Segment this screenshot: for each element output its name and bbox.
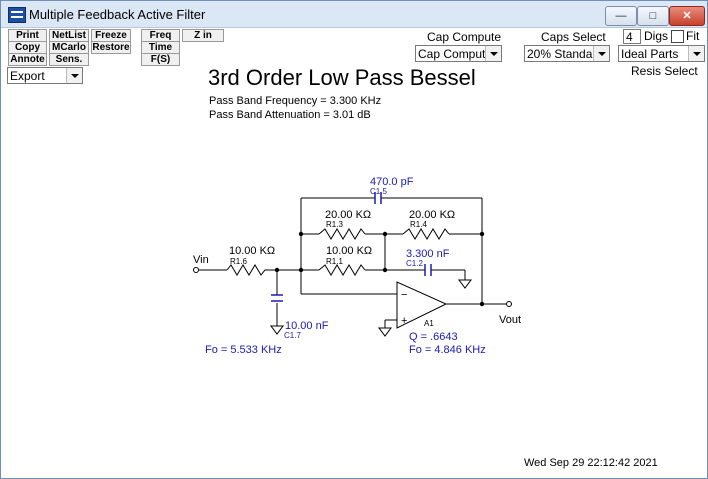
export-select-value: Export: [10, 69, 45, 83]
junctions: [274, 231, 485, 307]
r13-name: R1.3: [326, 220, 343, 229]
q-value: Q = .6643: [409, 331, 458, 343]
chevron-down-icon[interactable]: [66, 68, 82, 83]
cap-compute-label: Cap Compute: [427, 30, 502, 44]
caps-select[interactable]: 20% Standard: [524, 45, 610, 62]
cap-compute-value: Cap Compute: [418, 47, 493, 61]
resistor-r14: [402, 228, 450, 240]
capacitors: [271, 192, 432, 302]
vin-label: Vin: [193, 254, 209, 266]
ground-symbol-opamp: [378, 327, 392, 337]
parts-select[interactable]: Ideal Parts: [618, 45, 705, 62]
fit-label: Fit: [686, 29, 700, 43]
c12-name: C1.2: [406, 259, 423, 268]
maximize-icon: □: [649, 10, 657, 22]
zin-button[interactable]: Z in: [182, 29, 224, 42]
svg-text:+: +: [401, 315, 407, 327]
caps-select-value: 20% Standard: [527, 47, 604, 61]
window-title: Multiple Feedback Active Filter: [29, 7, 206, 22]
passband-attenuation: Pass Band Attenuation = 3.01 dB: [209, 109, 371, 121]
ground-symbol-c12: [458, 279, 472, 289]
cap-compute-select[interactable]: Cap Compute: [415, 45, 502, 62]
restore-button[interactable]: Restore: [91, 41, 131, 54]
fit-checkbox[interactable]: [671, 30, 684, 43]
wires: [199, 197, 507, 328]
parts-select-value: Ideal Parts: [621, 47, 679, 61]
close-button[interactable]: ✕: [669, 6, 705, 26]
annote-button[interactable]: Annote: [8, 53, 47, 66]
fo-stage: Fo = 4.846 KHz: [409, 344, 486, 356]
r11-value: 10.00 KΩ: [326, 245, 372, 257]
grounds: [270, 279, 472, 337]
title-bar[interactable]: Multiple Feedback Active Filter — □ ✕: [1, 1, 707, 28]
c12-value: 3.300 nF: [406, 248, 450, 260]
r16-value: 10.00 KΩ: [229, 245, 275, 257]
resistor-r16: [226, 264, 269, 276]
fs-button[interactable]: F(S): [141, 53, 180, 66]
vin-terminal: [193, 267, 199, 273]
opamp-a1: − +: [396, 281, 448, 329]
minimize-button[interactable]: —: [605, 6, 637, 26]
c15-value: 470.0 pF: [370, 176, 414, 188]
timestamp: Wed Sep 29 22:12:42 2021: [524, 457, 658, 469]
resistors: [226, 228, 450, 276]
r14-value: 20.00 KΩ: [409, 209, 455, 221]
app-icon: [8, 7, 26, 23]
passband-frequency: Pass Band Frequency = 3.300 KHz: [209, 95, 382, 107]
resis-select-label: Resis Select: [631, 64, 698, 78]
minimize-icon: —: [615, 10, 627, 22]
r14-name: R1.4: [410, 220, 427, 229]
resistor-r11: [318, 264, 366, 276]
chevron-down-icon[interactable]: [485, 46, 501, 61]
filter-schematic: − + Vin Vout 470.0 pF C1.5 20.00 KΩ R1.3: [193, 176, 521, 356]
vout-terminal: [506, 301, 512, 307]
r13-value: 20.00 KΩ: [325, 209, 371, 221]
chevron-down-icon[interactable]: [688, 46, 704, 61]
filter-title: 3rd Order Low Pass Bessel: [208, 65, 476, 90]
maximize-button[interactable]: □: [637, 6, 669, 26]
main-content: Print Copy Annote NetList MCarlo Sens. F…: [1, 28, 707, 478]
chevron-down-icon[interactable]: [593, 46, 609, 61]
c17-name: C1.7: [284, 331, 301, 340]
export-select[interactable]: Export: [7, 67, 83, 84]
r16-name: R1.6: [230, 257, 247, 266]
resistor-r13: [318, 228, 366, 240]
c17-value: 10.00 nF: [285, 320, 329, 332]
fo-rc: Fo = 5.533 KHz: [205, 344, 282, 356]
caps-select-label: Caps Select: [541, 30, 606, 44]
sens-button[interactable]: Sens.: [49, 53, 89, 66]
ground-symbol-c17: [270, 325, 284, 335]
close-icon: ✕: [682, 10, 692, 22]
svg-text:−: −: [401, 289, 407, 301]
r11-name: R1.1: [326, 257, 343, 266]
digits-label: Digs: [644, 29, 669, 43]
opamp-name: A1: [424, 319, 434, 328]
c15-name: C1.5: [370, 187, 387, 196]
digits-input[interactable]: 4: [623, 29, 641, 44]
vout-label: Vout: [499, 314, 521, 326]
